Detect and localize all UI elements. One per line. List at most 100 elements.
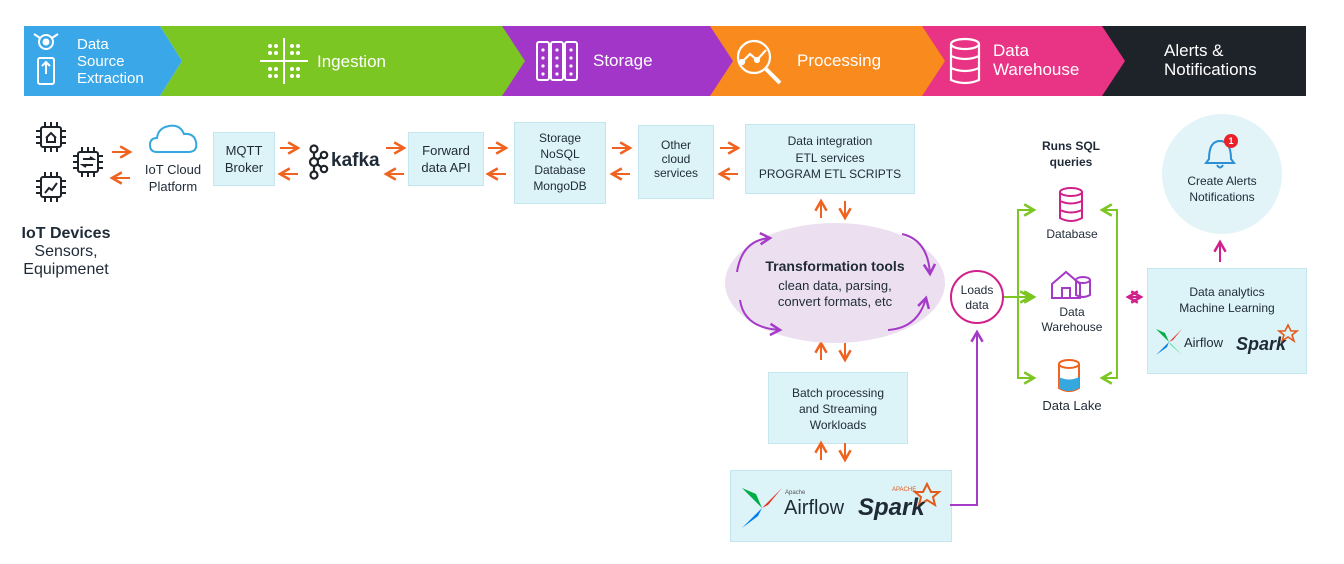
iot-devices-subtitle-1: Sensors, — [34, 243, 98, 260]
integration-label-2: ETL services — [795, 151, 865, 165]
forward-api-box — [408, 132, 484, 186]
batch-label-3: Workloads — [809, 418, 867, 432]
warehouse-house-icon — [1051, 270, 1091, 299]
data-lake-icon — [1058, 359, 1080, 392]
alerts-label-2: Notifications — [1189, 190, 1255, 204]
stage-processing-band — [688, 26, 945, 96]
transform-title: Transformation tools — [765, 258, 905, 274]
loads-data-label-1: Loads — [960, 283, 994, 297]
batch-processing-box — [768, 372, 908, 444]
spark-star-icon — [912, 481, 942, 508]
kafka-label: kafka — [331, 150, 380, 171]
data-integration-box — [745, 124, 915, 194]
stage-storage-band — [480, 26, 733, 96]
grid-dots-icon — [260, 38, 308, 84]
storage-box — [514, 122, 606, 204]
runs-sql-label-2: queries — [1049, 155, 1093, 169]
airflow-brand: Apache — [785, 490, 806, 496]
integration-label-3: PROGRAM ETL SCRIPTS — [758, 167, 902, 181]
database-icon — [949, 37, 981, 85]
batch-label-1: Batch processing — [791, 386, 885, 400]
magenta-arrows — [1125, 239, 1227, 304]
cycle-arrows-icon — [736, 231, 937, 337]
runs-sql-label-1: Runs SQL — [1041, 139, 1100, 153]
storage-label-4: MongoDB — [533, 179, 587, 193]
stage-data-source-label-1: Data — [77, 36, 109, 53]
transform-line-2: convert formats, etc — [777, 294, 893, 309]
mqtt-broker-box — [213, 132, 275, 186]
alerts-label-1: Create Alerts — [1187, 174, 1257, 188]
other-cloud-label-1: Other — [660, 138, 691, 152]
other-cloud-label-2: cloud — [661, 152, 691, 166]
chip-chart-icon — [36, 172, 66, 202]
forward-api-label-1: Forward — [422, 143, 470, 158]
stage-data-warehouse-band — [900, 26, 1125, 96]
spark-label: Spark — [858, 494, 925, 521]
transform-line-1: clean data, parsing, — [778, 278, 892, 293]
analytics-label-1: Data analytics — [1189, 285, 1265, 299]
warehouse-label-1: Data — [1059, 305, 1085, 319]
stage-alerts-label-2: Notifications — [1164, 60, 1257, 79]
stage-alerts-band — [1080, 26, 1306, 96]
forward-api-label-2: data API — [421, 160, 471, 175]
integration-label-1: Data integration — [787, 134, 873, 148]
server-rack-dots — [541, 48, 573, 76]
analytics-box — [1147, 268, 1307, 374]
storage-label-3: Database — [534, 163, 586, 177]
mqtt-label-1: MQTT — [225, 143, 263, 158]
green-bracket-left — [1004, 203, 1037, 385]
server-rack-icon — [536, 41, 578, 81]
stage-data-source-label-2: Source — [77, 53, 125, 70]
alert-badge-count: 1 — [1228, 136, 1234, 146]
sql-database-icon — [1059, 187, 1083, 222]
cloud-icon — [148, 124, 198, 153]
storage-label-2: NoSQL — [540, 147, 580, 161]
stage-data-warehouse-label-1: Data — [993, 41, 1029, 60]
stage-banner — [24, 26, 1306, 96]
stage-alerts-label-1: Alerts & — [1164, 41, 1224, 60]
warehouse-label-2: Warehouse — [1041, 320, 1103, 334]
loads-data-circle — [950, 270, 1004, 324]
transformation-blob — [725, 223, 945, 343]
stage-ingestion-band — [160, 26, 525, 96]
stage-processing-label: Processing — [797, 51, 882, 70]
bell-icon — [1204, 139, 1236, 169]
alerts-circle — [1162, 114, 1282, 234]
loads-data-connector — [950, 329, 984, 506]
airflow-spark-box — [730, 470, 952, 542]
airflow-logo-small-icon — [1156, 329, 1182, 355]
other-cloud-label-3: services — [653, 166, 698, 180]
other-cloud-box — [638, 125, 714, 199]
alert-badge-dot — [1224, 134, 1238, 148]
orange-arrows — [109, 141, 852, 463]
analytics-label-2: Machine Learning — [1179, 301, 1275, 315]
loads-data-label-2: data — [965, 298, 989, 312]
robot-arm-icon — [33, 33, 59, 85]
iot-devices-title: IoT Devices — [21, 225, 111, 242]
stage-data-source-label-3: Extraction — [77, 70, 144, 87]
iot-devices-subtitle-2: Equipmenet — [23, 261, 109, 278]
spark-brand: APACHE — [892, 487, 917, 493]
kafka-logo-icon — [308, 144, 329, 180]
stage-data-warehouse-label-2: Warehouse — [993, 60, 1080, 79]
batch-label-2: and Streaming — [798, 402, 878, 416]
airflow-label: Airflow — [784, 497, 845, 519]
data-lake-label: Data Lake — [1042, 398, 1102, 413]
mqtt-label-2: Broker — [224, 160, 264, 175]
green-bracket-right — [1099, 203, 1118, 385]
stage-ingestion-label: Ingestion — [317, 52, 386, 71]
airflow-logo-icon — [742, 488, 782, 528]
iot-cloud-label-1: IoT Cloud — [144, 162, 202, 177]
magnifier-chart-icon — [736, 39, 782, 85]
iot-cloud-label-2: Platform — [148, 179, 198, 194]
storage-label-1: Storage — [538, 131, 582, 145]
stage-data-source-band — [24, 26, 182, 96]
spark-star-small-icon — [1276, 323, 1300, 343]
database-label: Database — [1046, 227, 1098, 241]
stage-storage-label: Storage — [593, 51, 653, 70]
analytics-airflow-label: Airflow — [1184, 335, 1224, 350]
chip-home-icon — [36, 122, 66, 152]
analytics-spark-label: Spark — [1236, 334, 1287, 354]
chip-swap-icon — [73, 147, 103, 177]
